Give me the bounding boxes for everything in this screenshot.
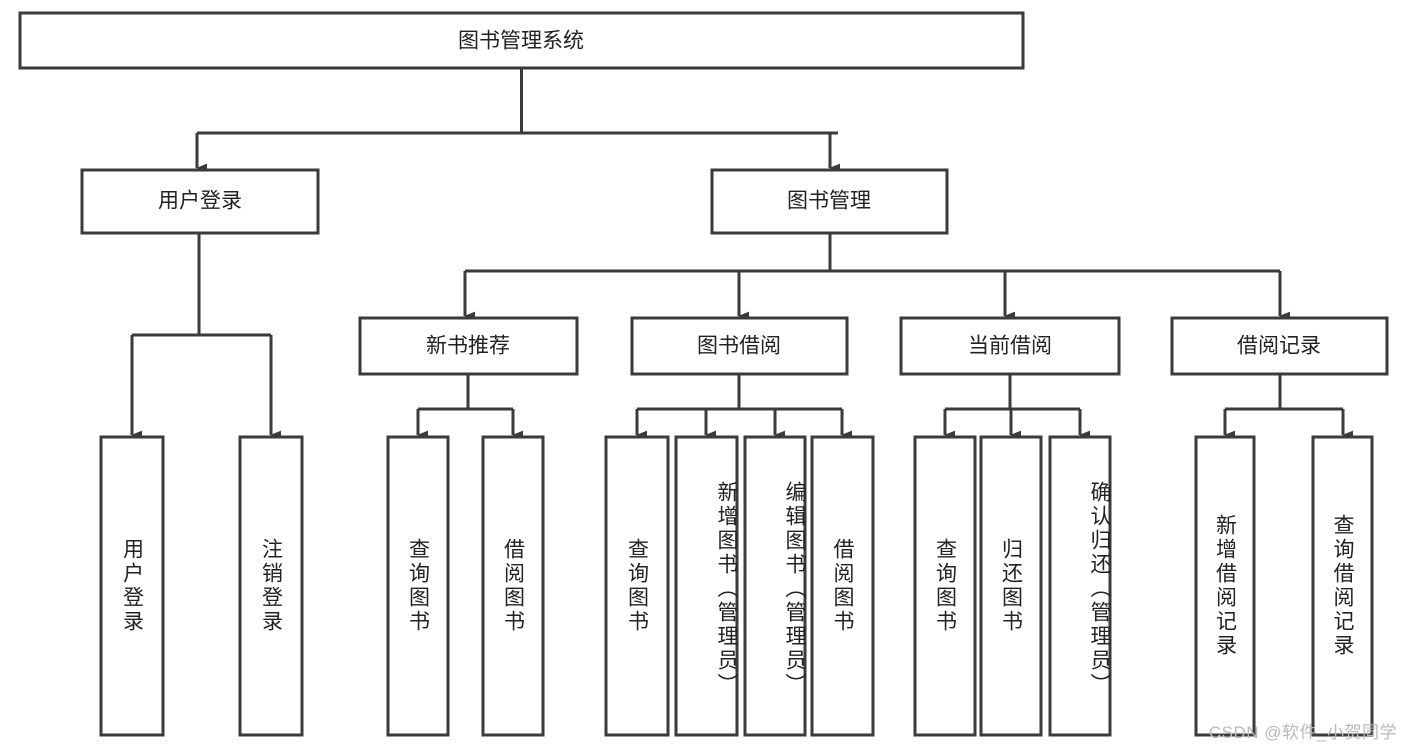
node-leaf-add-record[interactable] xyxy=(1194,435,1256,737)
node-leaf-query-record[interactable] xyxy=(1311,435,1374,737)
node-current-borrow-label: 当前借阅 xyxy=(968,335,1052,358)
node-leaf-query-book-2[interactable] xyxy=(604,435,670,737)
node-user-login[interactable] xyxy=(80,168,320,235)
node-user-login-label: 用户登录 xyxy=(158,190,242,213)
node-leaf-add-book[interactable] xyxy=(674,435,739,737)
node-root[interactable] xyxy=(18,11,1025,70)
node-root-label: 图书管理系统 xyxy=(458,30,584,53)
node-new-book-rec-label: 新书推荐 xyxy=(426,335,510,358)
node-leaf-confirm-return[interactable] xyxy=(1048,435,1112,737)
node-leaf-query-book-1[interactable] xyxy=(386,435,450,737)
node-book-manage-label: 图书管理 xyxy=(787,190,871,213)
node-leaf-query-book-3[interactable] xyxy=(913,435,977,737)
node-borrow-record-label: 借阅记录 xyxy=(1237,335,1321,358)
node-leaf-user-login[interactable] xyxy=(99,435,165,737)
node-leaf-edit-book[interactable] xyxy=(743,435,807,737)
node-leaf-borrow-book-1[interactable] xyxy=(481,435,545,737)
node-leaf-return-book[interactable] xyxy=(979,435,1043,737)
node-current-borrow[interactable] xyxy=(899,316,1121,376)
node-book-borrow-label: 图书借阅 xyxy=(697,335,781,358)
csdn-watermark: CSDN @软件_小贺同学 xyxy=(1208,723,1397,742)
node-new-book-rec[interactable] xyxy=(358,316,579,376)
node-book-manage[interactable] xyxy=(710,168,949,235)
node-leaf-borrow-book-2[interactable] xyxy=(810,435,875,737)
node-book-borrow[interactable] xyxy=(630,316,849,376)
node-leaf-user-logout[interactable] xyxy=(238,435,304,737)
node-borrow-record[interactable] xyxy=(1170,316,1389,376)
